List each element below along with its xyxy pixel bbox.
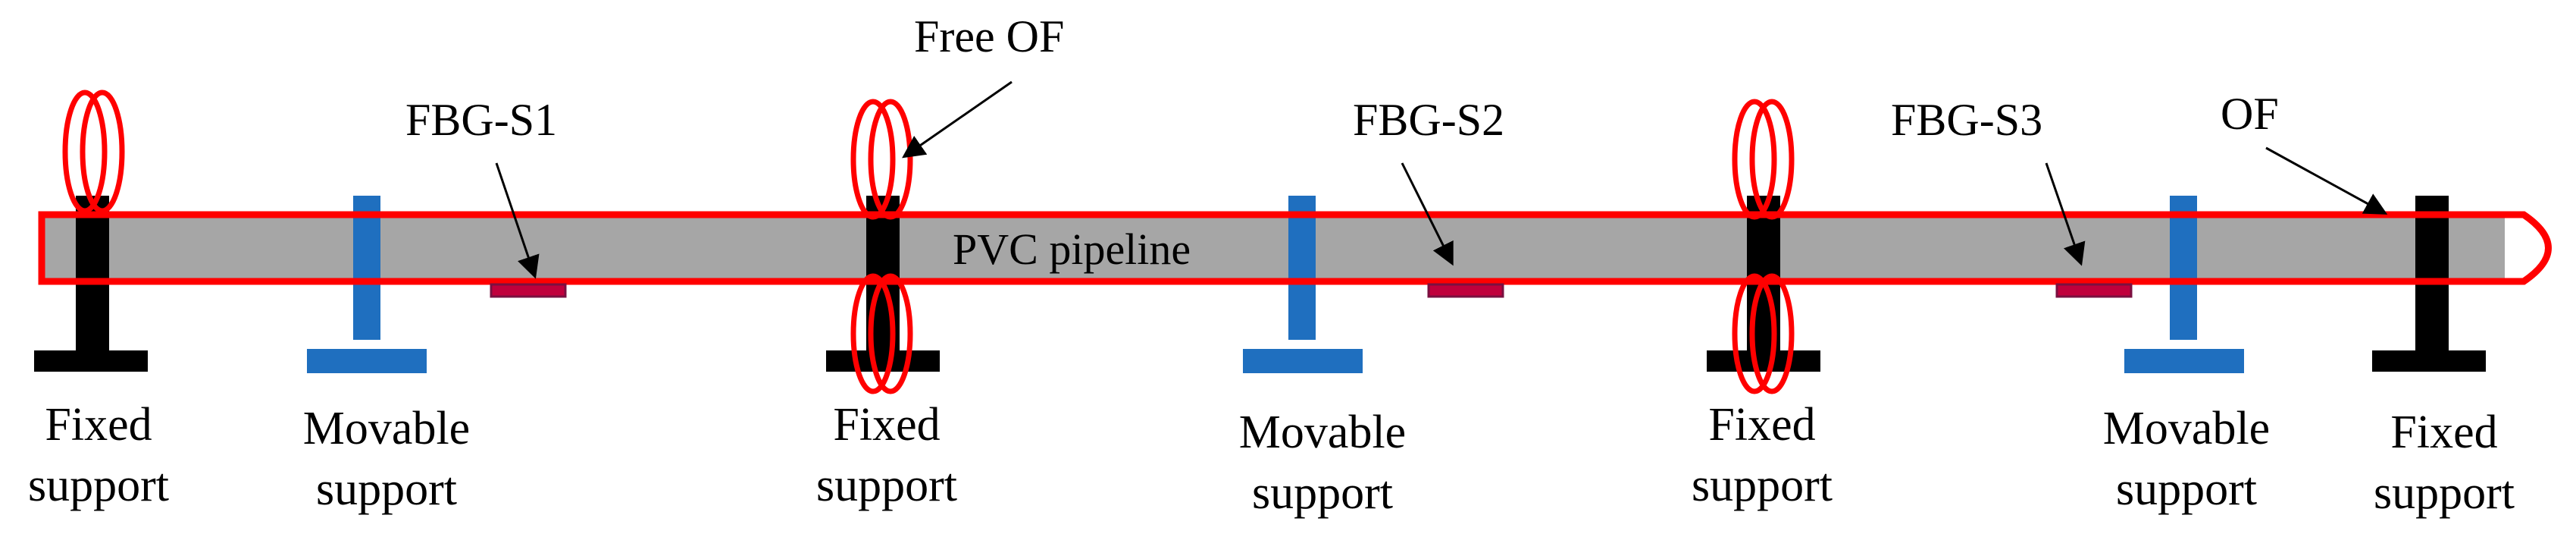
fbg-sensor-1 <box>490 283 567 298</box>
optical-fiber <box>38 211 2552 285</box>
fbg-s3-label: FBG-S3 <box>1891 95 2042 145</box>
fixed-support-4 <box>2372 196 2486 372</box>
fbg-s1-label: FBG-S1 <box>405 95 557 145</box>
fbg-sensor-2 <box>1427 283 1504 298</box>
of-label: OF <box>2221 89 2279 139</box>
free-of-coil-3-bottom <box>1732 273 1795 394</box>
support-label-3-line1: Fixed <box>833 399 940 451</box>
free-of-coil-1 <box>62 90 125 214</box>
movable-support-3 <box>2124 196 2244 373</box>
fbg-s1-arrow <box>495 162 540 279</box>
support-label-2-line1: Movable <box>303 403 470 454</box>
pvc-pipeline <box>42 215 2505 281</box>
support-label-7-line2: support <box>2374 467 2515 519</box>
support-label-1-line1: Fixed <box>45 399 152 451</box>
fbg-s2-label: FBG-S2 <box>1353 95 1504 145</box>
support-label-3-line2: support <box>816 460 957 511</box>
fbg-sensor-3 <box>2055 283 2133 298</box>
free-of-coil-2-top <box>850 99 913 220</box>
support-label-5-line1: Fixed <box>1708 399 1815 451</box>
support-label-1-line2: support <box>28 460 169 511</box>
fixed-support-1 <box>34 196 148 372</box>
movable-support-1 <box>307 196 427 373</box>
free-of-coil-3-top <box>1732 99 1795 220</box>
support-label-4-line1: Movable <box>1239 407 1406 458</box>
free-of-coil-2-bottom <box>850 273 913 394</box>
support-label-4-line2: support <box>1252 467 1393 519</box>
fbg-s3-arrow <box>2045 162 2086 266</box>
free-of-arrow <box>902 80 1013 159</box>
support-label-6-line2: support <box>2116 463 2257 515</box>
support-label-6-line1: Movable <box>2103 403 2270 454</box>
of-arrow <box>2265 146 2388 215</box>
support-label-2-line2: support <box>316 463 457 515</box>
pipeline-label: PVC pipeline <box>953 225 1191 274</box>
support-label-7-line1: Fixed <box>2390 407 2497 458</box>
fbg-s2-arrow <box>1401 162 1454 266</box>
free-of-label: Free OF <box>914 11 1064 61</box>
movable-support-2 <box>1243 196 1363 373</box>
support-label-5-line2: support <box>1692 460 1833 511</box>
